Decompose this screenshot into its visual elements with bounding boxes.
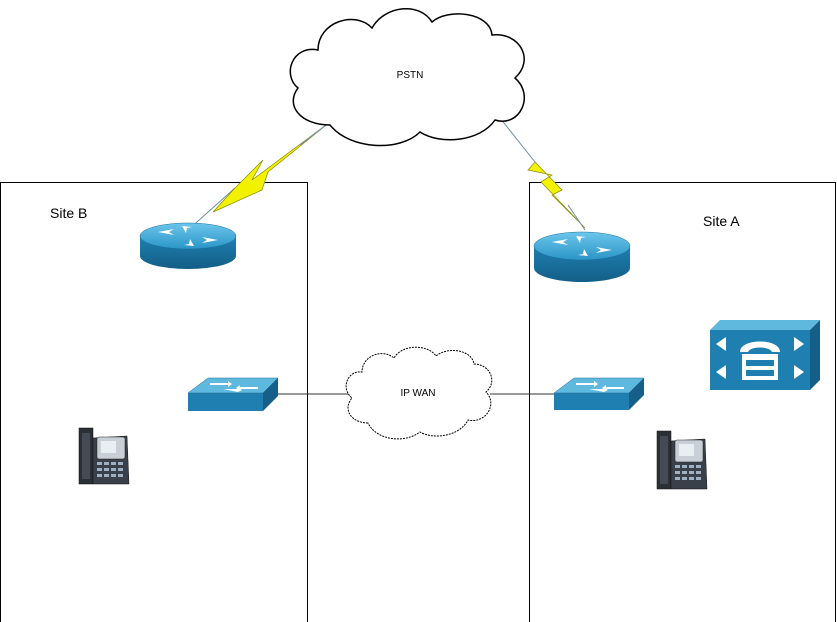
serial-link-a bbox=[499, 117, 586, 231]
serial-link-b bbox=[187, 121, 331, 231]
site-a-label: Site A bbox=[703, 213, 740, 229]
site-b-box bbox=[0, 182, 308, 622]
site-b-label: Site B bbox=[50, 205, 87, 221]
ip-phone-icon bbox=[78, 427, 130, 485]
ip-wan-cloud-icon: IP WAN bbox=[345, 346, 493, 440]
switch-icon bbox=[553, 377, 645, 410]
router-icon bbox=[533, 231, 631, 282]
switch-icon bbox=[187, 377, 279, 411]
ip-phone-icon bbox=[656, 430, 708, 490]
router-icon bbox=[139, 222, 237, 269]
call-manager-icon bbox=[710, 320, 820, 390]
pstn-cloud-icon: PSTN bbox=[289, 8, 525, 147]
ip-wan-label: IP WAN bbox=[400, 388, 435, 399]
pstn-label: PSTN bbox=[397, 70, 424, 81]
site-a-box bbox=[529, 182, 836, 622]
